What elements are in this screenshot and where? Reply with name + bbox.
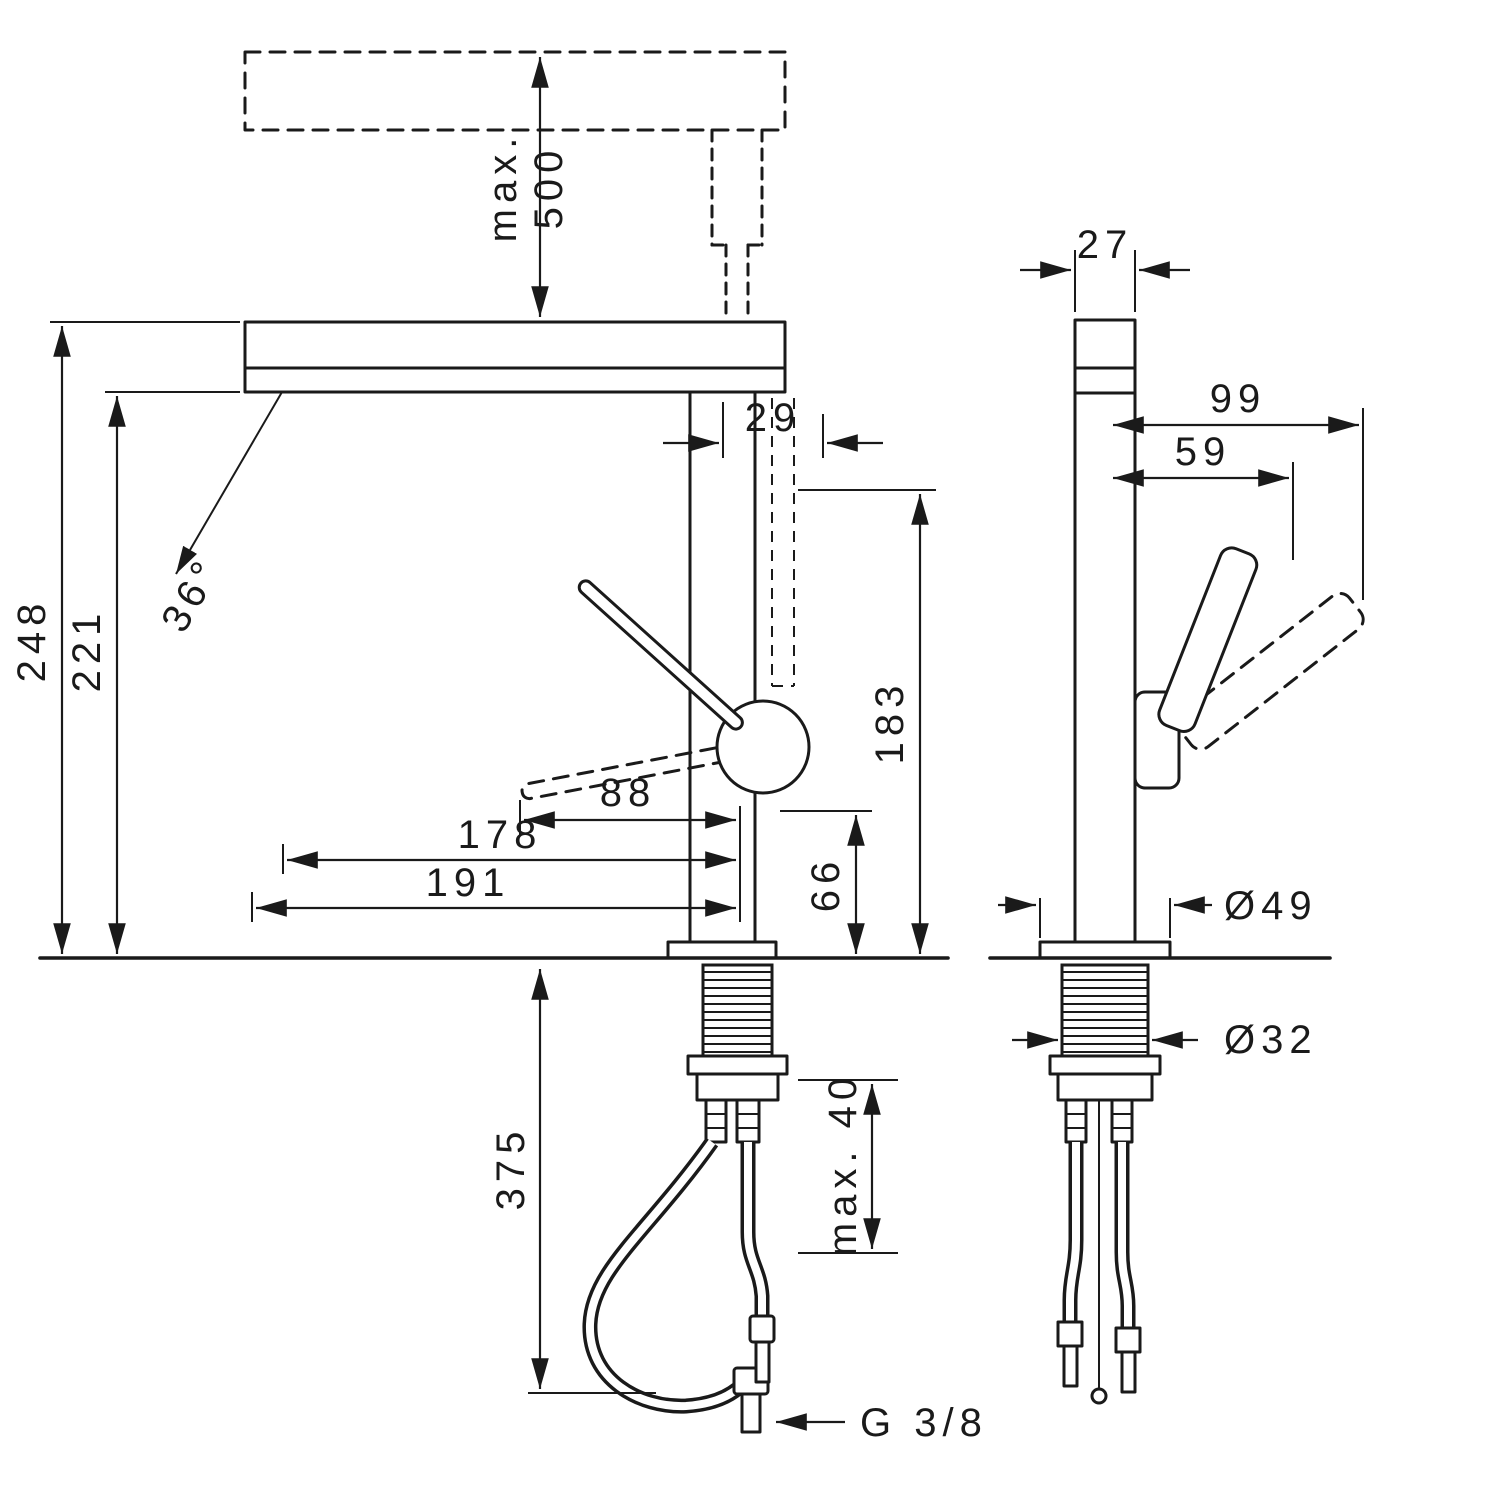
dim-88-label: 88 bbox=[600, 771, 657, 815]
hose-nipple-front-left bbox=[1062, 1344, 1079, 1388]
dim-max40: max. 40 bbox=[798, 1072, 898, 1256]
underdeck-front bbox=[1048, 963, 1162, 1405]
dim-angle-label: 36° bbox=[153, 550, 230, 640]
handle-lever bbox=[577, 579, 744, 731]
spout bbox=[243, 320, 787, 394]
angle-annotation: 36° bbox=[153, 391, 283, 640]
dim-178: 178 bbox=[282, 813, 736, 874]
dim-g38: G 3/8 bbox=[776, 1401, 988, 1445]
dim-dia49: Ø49 bbox=[998, 884, 1318, 938]
dim-g38-label: G 3/8 bbox=[860, 1401, 988, 1445]
dim-59-label: 59 bbox=[1175, 430, 1232, 474]
drain-rod-tip bbox=[1090, 1387, 1108, 1405]
dim-178-label: 178 bbox=[458, 813, 543, 857]
dim-27: 27 bbox=[1020, 223, 1190, 312]
max-height-envelope-dashed bbox=[243, 50, 787, 320]
hose-nipple-a bbox=[740, 1392, 762, 1434]
dim-max500-label-1: max. bbox=[481, 132, 525, 243]
mounting-nut bbox=[695, 1072, 780, 1102]
handle bbox=[520, 579, 811, 801]
hose-connector-b bbox=[748, 1314, 776, 1344]
side-view: 36° max. 500 bbox=[10, 50, 988, 1445]
hose-connector-front-left bbox=[1056, 1320, 1084, 1348]
dim-27-label: 27 bbox=[1077, 223, 1134, 267]
mounting-washer bbox=[686, 1054, 789, 1076]
hose-connector-front-right bbox=[1114, 1326, 1142, 1354]
dim-88: 88 bbox=[519, 771, 741, 922]
pullout-spray-dashed bbox=[771, 398, 795, 687]
dim-191: 191 bbox=[251, 861, 736, 922]
dim-max500-label-2: 500 bbox=[527, 145, 571, 230]
dim-59: 59 bbox=[1113, 430, 1294, 560]
base-flange-front bbox=[1038, 940, 1172, 960]
dim-max500: max. 500 bbox=[481, 57, 571, 317]
underdeck-side bbox=[582, 963, 789, 1434]
dim-375: 375 bbox=[489, 969, 656, 1394]
hose-fitting-front-right bbox=[1110, 1098, 1134, 1144]
front-view: 27 99 59 Ø49 Ø32 bbox=[988, 223, 1365, 1405]
supply-hose-loop bbox=[582, 1137, 754, 1414]
dim-dia32-label: Ø32 bbox=[1224, 1018, 1318, 1062]
hose-nipple-front-right bbox=[1120, 1350, 1137, 1394]
base-flange bbox=[666, 940, 778, 960]
body-column bbox=[666, 390, 778, 960]
dim-dia32: Ø32 bbox=[1012, 1018, 1318, 1062]
dim-183-label: 183 bbox=[868, 680, 912, 765]
dim-248-label: 248 bbox=[10, 598, 54, 683]
mounting-washer-front bbox=[1048, 1054, 1162, 1076]
lever-front bbox=[1157, 546, 1259, 733]
dim-183: 183 bbox=[798, 489, 936, 954]
threaded-shank-front bbox=[1060, 963, 1150, 1058]
dim-dia49-label: Ø49 bbox=[1224, 884, 1318, 928]
dim-29-label: 29 bbox=[745, 396, 802, 440]
dim-248: 248 bbox=[10, 321, 240, 954]
dim-221-label: 221 bbox=[65, 608, 109, 693]
hose-fitting-left bbox=[704, 1098, 728, 1144]
hose-fitting-right bbox=[735, 1098, 761, 1144]
dim-99-label: 99 bbox=[1210, 377, 1267, 421]
dim-375-label: 375 bbox=[489, 1126, 533, 1211]
dim-66: 66 bbox=[780, 810, 872, 954]
threaded-shank bbox=[701, 963, 774, 1058]
lever-raised-dashed bbox=[1176, 591, 1365, 751]
dim-221: 221 bbox=[65, 391, 240, 954]
body-column-front bbox=[1038, 318, 1172, 960]
dim-66-label: 66 bbox=[804, 856, 848, 913]
hose-nipple-b bbox=[754, 1340, 771, 1384]
dim-max40-label: max. 40 bbox=[821, 1072, 865, 1256]
mounting-nut-front bbox=[1056, 1072, 1154, 1102]
hose-fitting-front-left bbox=[1064, 1098, 1088, 1144]
dim-29: 29 bbox=[663, 396, 883, 458]
dim-191-label: 191 bbox=[426, 861, 511, 905]
handle-front bbox=[1133, 546, 1365, 790]
dim-99: 99 bbox=[1113, 377, 1364, 600]
